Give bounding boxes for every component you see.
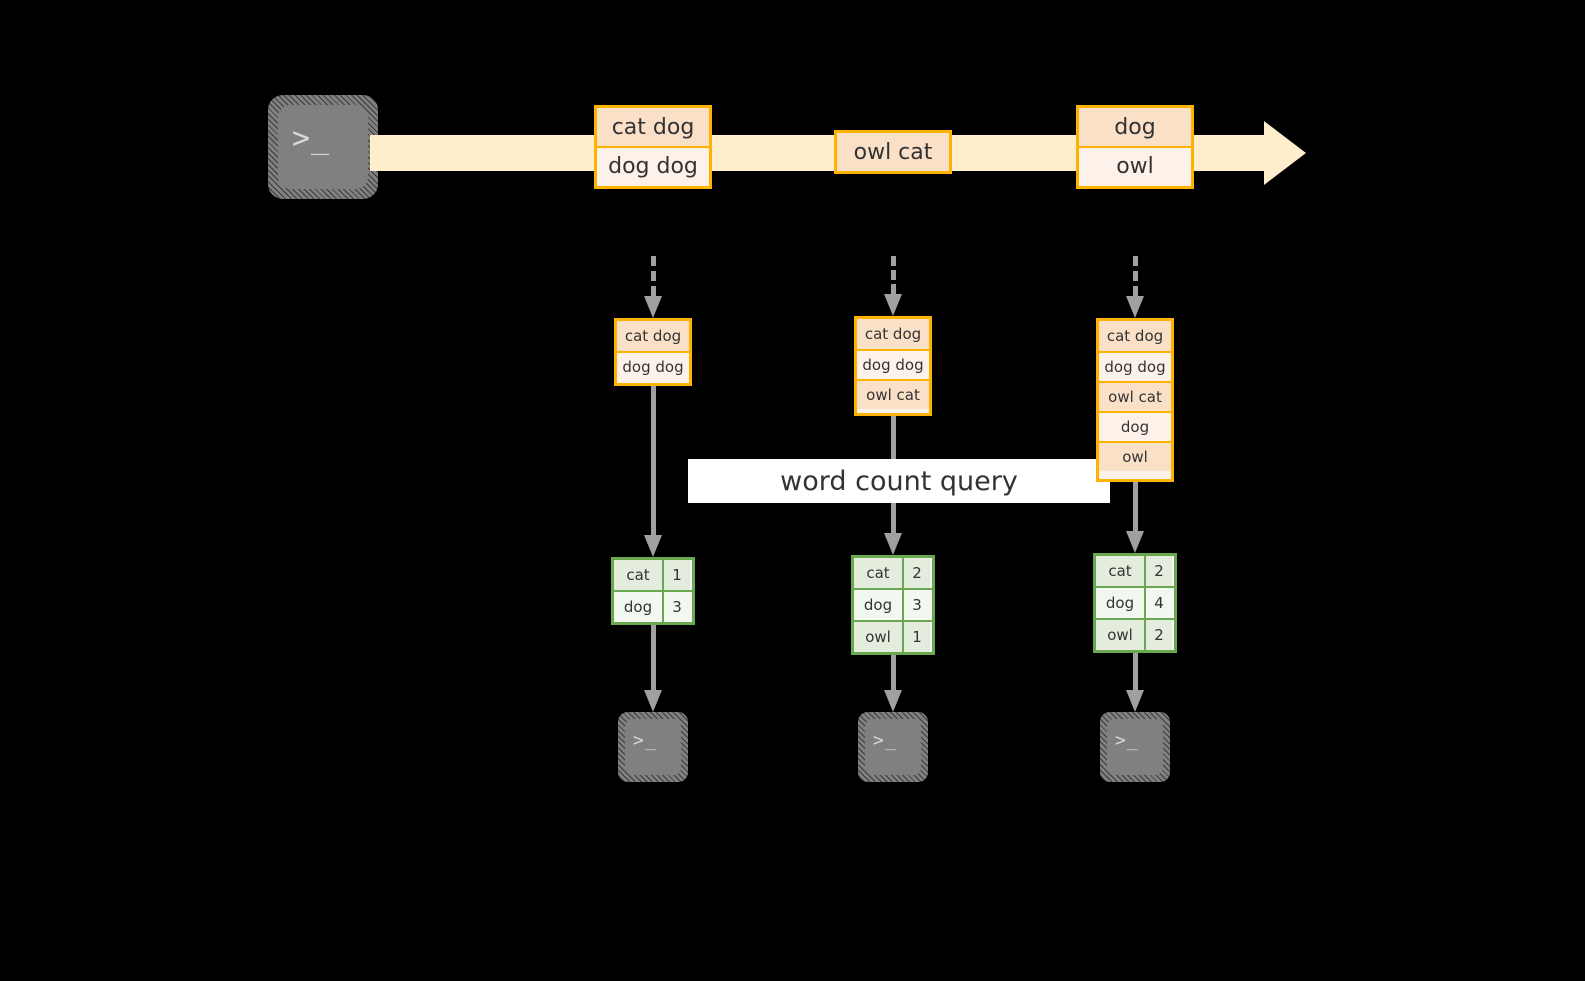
result-2-word-cell: owl xyxy=(854,622,902,652)
result-2-count-cell: 3 xyxy=(902,590,930,620)
snapshot-2-row: owl cat xyxy=(857,379,929,409)
sink-arrow-2-head xyxy=(884,690,902,712)
snapshot-1-row: dog dog xyxy=(617,351,689,381)
terminal-prompt-glyph: >_ xyxy=(873,730,897,751)
snapshot-3-row: cat dog xyxy=(1099,321,1171,351)
terminal-screen xyxy=(625,719,681,775)
result-3-count-cell: 2 xyxy=(1144,620,1172,650)
snapshot-2-row: cat dog xyxy=(857,319,929,349)
sink-1: >_ xyxy=(618,712,688,782)
stream-group-1-row: dog dog xyxy=(597,146,709,184)
source-terminal: >_ xyxy=(268,95,378,199)
snapshot-1-row: cat dog xyxy=(617,321,689,351)
result-3-count-cell: 2 xyxy=(1144,556,1172,586)
sink-arrow-2-line xyxy=(891,655,896,690)
feed-arrow-2-head xyxy=(884,294,902,316)
result-2-count-cell: 1 xyxy=(902,622,930,652)
query-arrow-3-line xyxy=(1133,482,1138,531)
terminal-prompt-glyph: >_ xyxy=(633,730,657,751)
sink-arrow-3-line xyxy=(1133,653,1138,690)
result-3-word-cell: dog xyxy=(1096,588,1144,618)
snapshot-3-row: dog xyxy=(1099,411,1171,441)
query-arrow-1-head xyxy=(644,535,662,557)
feed-arrow-3-head xyxy=(1126,296,1144,318)
snapshot-3-row: owl cat xyxy=(1099,381,1171,411)
snapshot-3-row: owl xyxy=(1099,441,1171,471)
result-1-count-cell: 3 xyxy=(662,592,690,622)
result-2-count-cell: 2 xyxy=(902,558,930,588)
result-2-word-cell: cat xyxy=(854,558,902,588)
query-arrow-3-head xyxy=(1126,531,1144,553)
sink-2: >_ xyxy=(858,712,928,782)
query-label: word count query xyxy=(780,465,1018,497)
terminal-prompt-glyph: >_ xyxy=(292,121,331,156)
result-1-count-cell: 1 xyxy=(662,560,690,590)
result-3-count-cell: 4 xyxy=(1144,588,1172,618)
result-1-word-cell: dog xyxy=(614,592,662,622)
feed-arrow-1-line xyxy=(651,256,656,296)
result-3-word-cell: cat xyxy=(1096,556,1144,586)
query-arrow-2-head xyxy=(884,533,902,555)
stream-group-3-row: dog xyxy=(1079,108,1191,146)
feed-arrow-3-line xyxy=(1133,256,1138,296)
result-3-word-cell: owl xyxy=(1096,620,1144,650)
result-2-word-cell: dog xyxy=(854,590,902,620)
sink-arrow-3-head xyxy=(1126,690,1144,712)
sink-3: >_ xyxy=(1100,712,1170,782)
snapshot-2-row: dog dog xyxy=(857,349,929,379)
terminal-screen xyxy=(278,105,368,189)
feed-arrow-2-line xyxy=(891,256,896,294)
query-label-band: word count query xyxy=(688,459,1110,503)
stream-group-2: owl cat xyxy=(834,130,952,174)
terminal-screen xyxy=(865,719,921,775)
stream-group-3-row: owl xyxy=(1079,146,1191,184)
stream-group-1-row: cat dog xyxy=(597,108,709,146)
result-1-word-cell: cat xyxy=(614,560,662,590)
sink-arrow-1-head xyxy=(644,690,662,712)
feed-arrow-1-head xyxy=(644,296,662,318)
stream-group-2-row: owl cat xyxy=(837,133,949,171)
sink-arrow-1-line xyxy=(651,625,656,690)
terminal-screen xyxy=(1107,719,1163,775)
terminal-prompt-glyph: >_ xyxy=(1115,730,1139,751)
query-arrow-1-line xyxy=(651,386,656,535)
stream-arrow-head xyxy=(1264,121,1306,185)
snapshot-3-row: dog dog xyxy=(1099,351,1171,381)
